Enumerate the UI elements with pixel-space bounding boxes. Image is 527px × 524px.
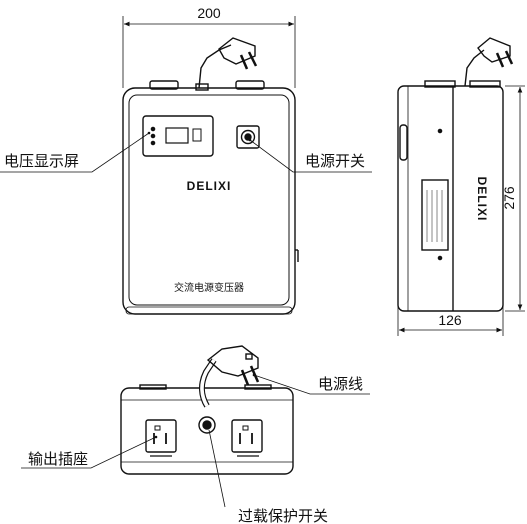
- width-dimension-label: 200: [197, 5, 221, 21]
- side-top-foot-2: [469, 80, 501, 88]
- bottom-view: [120, 345, 294, 475]
- side-body-outer: [397, 85, 504, 312]
- overload-switch-inner: [202, 420, 212, 430]
- bottom-plug-body: [206, 345, 259, 377]
- display-led-2: [150, 133, 156, 139]
- output-socket-right: [231, 419, 263, 453]
- bottom-body-outer: [120, 387, 294, 475]
- leader-overload-switch: [208, 429, 226, 508]
- side-brand-logo: DELIXI: [475, 177, 489, 222]
- bottom-foot-left: [139, 384, 167, 390]
- voltage-display-screen: [165, 127, 189, 144]
- bottom-cord-inner: [200, 359, 216, 407]
- leader-power-cord: [253, 374, 370, 395]
- bottom-plug-tag: [245, 353, 253, 360]
- front-cord: [198, 44, 232, 89]
- front-body-outer: [122, 87, 296, 315]
- dot-voltage-display: [147, 131, 151, 135]
- display-panel: [142, 115, 214, 157]
- height-dimension-label: 276: [501, 186, 517, 210]
- side-plug-pin-1: [495, 52, 505, 68]
- front-base: [125, 306, 293, 315]
- front-plug-pin-2: [247, 51, 258, 67]
- front-cord-grommet: [195, 83, 209, 91]
- power-switch-housing: [236, 125, 260, 149]
- front-plug-body: [218, 37, 256, 65]
- display-led-1: [150, 126, 156, 132]
- dot-output-socket: [154, 435, 158, 439]
- dot-power-cord: [252, 373, 256, 377]
- side-switch-bump: [399, 124, 408, 161]
- side-plug-body: [477, 37, 511, 63]
- callout-dots: [147, 131, 256, 439]
- side-plug-pin-2: [504, 50, 514, 65]
- callout-output-socket: 输出插座: [28, 450, 88, 468]
- side-top-foot-1: [424, 80, 456, 88]
- callout-power-cord: 电源线: [318, 375, 363, 393]
- display-led-3: [150, 140, 156, 146]
- side-view: [397, 37, 525, 336]
- front-product-name: 交流电源变压器: [174, 281, 244, 294]
- front-plug-pin-1: [239, 54, 249, 70]
- bottom-plug-pin-1: [240, 369, 250, 386]
- overload-switch-outer: [198, 416, 216, 434]
- top-foot-right: [235, 80, 265, 90]
- callout-overload-switch: 过载保护开关: [238, 507, 328, 524]
- callout-power-switch: 电源开关: [305, 152, 365, 170]
- top-foot-left: [149, 80, 179, 90]
- side-screw-top: [437, 128, 443, 134]
- front-view: [122, 16, 299, 315]
- power-switch-center: [244, 133, 252, 141]
- callout-voltage-display: 电压显示屏: [4, 152, 79, 170]
- depth-dimension-label: 126: [438, 312, 462, 328]
- leader-voltage-display: [0, 132, 150, 173]
- output-socket-left: [145, 419, 177, 453]
- front-body-inner: [128, 94, 290, 306]
- socket-right-ground: [242, 425, 249, 431]
- front-brand-logo: DELIXI: [187, 179, 232, 193]
- bottom-foot-right: [244, 384, 272, 390]
- display-indicator: [192, 128, 202, 142]
- dot-power-switch: [248, 138, 252, 142]
- side-screw-bottom: [437, 255, 443, 261]
- leader-output-socket: [21, 436, 157, 469]
- callout-leaders: [0, 132, 372, 508]
- power-switch-knob: [240, 129, 256, 145]
- socket-left-ground: [154, 425, 161, 431]
- leader-power-switch: [249, 139, 372, 173]
- side-spec-label: [421, 179, 449, 251]
- side-cord: [464, 49, 485, 87]
